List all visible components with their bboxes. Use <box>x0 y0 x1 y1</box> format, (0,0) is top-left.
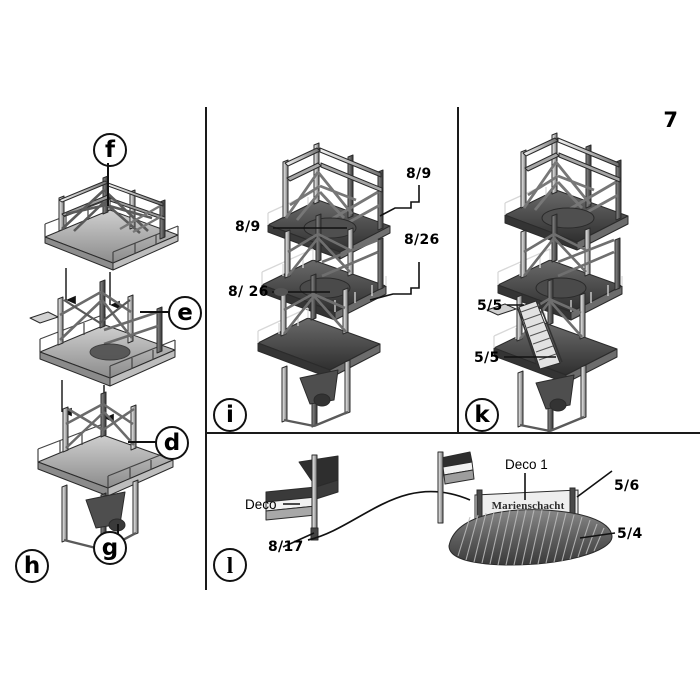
label-l-deco: Deco <box>245 497 277 512</box>
callout-g-label: g <box>101 534 119 561</box>
leader-f <box>107 163 109 206</box>
label-k-upper: 5/5 <box>477 298 503 314</box>
label-l-817: 8/17 <box>268 539 304 555</box>
label-l-56: 5/6 <box>614 478 640 494</box>
panel-marker-i-label: i <box>226 401 234 428</box>
callout-f-label: f <box>104 136 115 163</box>
callout-e-label: e <box>177 299 193 326</box>
label-i-right-top: 8/9 <box>406 166 432 182</box>
panel-marker-h-label: h <box>23 552 41 579</box>
label-k-lower: 5/5 <box>474 350 500 366</box>
mine-name-sign-text: Marienschacht <box>482 497 574 514</box>
panel-marker-h: h <box>15 549 49 583</box>
panel-marker-i: i <box>213 398 247 432</box>
divider-i-k <box>457 107 459 432</box>
label-l-deco1: Deco 1 <box>505 457 548 472</box>
panel-marker-k: k <box>465 398 499 432</box>
sign-label: Marienschacht <box>491 499 565 512</box>
label-i-left-bottom: 8/ 26 <box>228 284 269 300</box>
callout-g: g <box>93 531 127 565</box>
leader-g <box>117 524 119 534</box>
callout-e: e <box>168 296 202 330</box>
divider-h-l <box>205 432 207 590</box>
callout-d: d <box>155 426 189 460</box>
panel-marker-l: l <box>213 548 247 582</box>
label-i-right-bottom: 8/26 <box>404 232 440 248</box>
leader-e <box>140 311 170 313</box>
callout-d-label: d <box>163 429 181 456</box>
divider-top-bottom <box>205 432 700 434</box>
page-number: 7 <box>663 108 678 132</box>
divider-h-i <box>205 107 207 432</box>
panel-marker-k-label: k <box>474 401 490 428</box>
label-i-left-top: 8/9 <box>235 219 261 235</box>
callout-f: f <box>93 133 127 167</box>
label-l-54: 5/4 <box>617 526 643 542</box>
leader-d <box>128 441 157 443</box>
panel-marker-l-label: l <box>226 552 234 578</box>
